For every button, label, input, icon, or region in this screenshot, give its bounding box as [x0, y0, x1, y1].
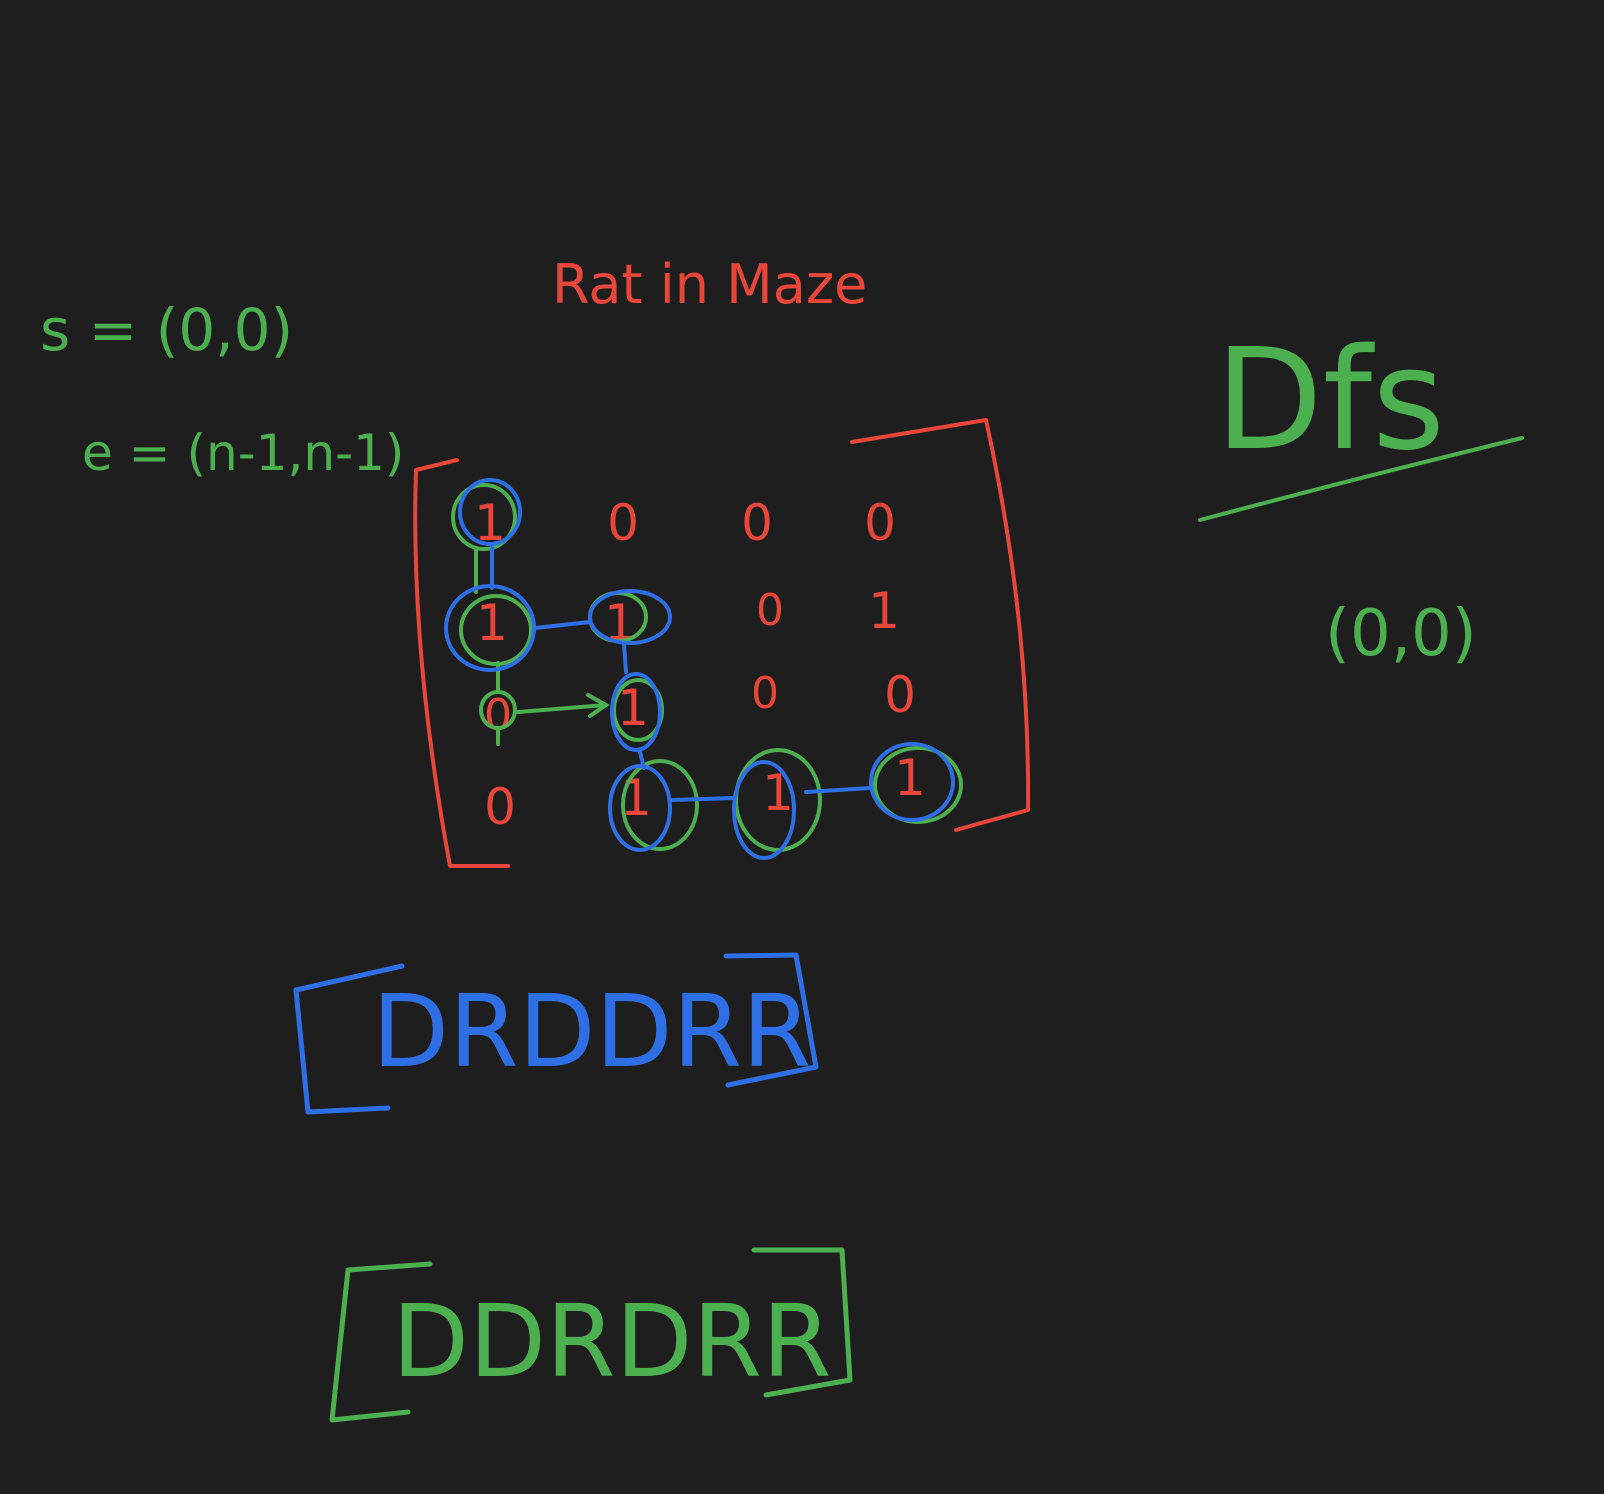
blue-answer-bracket-right [723, 952, 819, 1088]
maze-cell: 1 [894, 749, 926, 807]
matrix-right-bracket [850, 418, 1031, 832]
green-path-string: DDRDRR [392, 1283, 831, 1400]
arrow-connector [516, 703, 608, 714]
maze-cell: 0 [884, 666, 916, 724]
green-visit-circle [873, 746, 963, 824]
blue-connector [533, 620, 592, 630]
matrix-left-bracket [413, 458, 510, 868]
maze-cell: 0 [751, 668, 779, 719]
blue-answer-bracket-left [293, 963, 405, 1115]
blue-visit-circle [588, 589, 672, 645]
blue-visit-circle [458, 478, 522, 546]
blue-path-trace [444, 478, 955, 860]
end-label: e = (n-1,n-1) [82, 424, 404, 482]
algo-label: Dfs [1215, 319, 1445, 482]
maze-cell: 0 [484, 778, 516, 836]
start-label: s = (0,0) [40, 296, 293, 364]
maze-cell: 0 [607, 494, 639, 552]
maze-grid: 1 0 0 0 1 1 0 1 0 1 0 0 0 1 1 1 [474, 494, 926, 836]
blue-connector [804, 786, 872, 794]
blue-connector [638, 750, 646, 770]
blue-connector [622, 642, 628, 674]
maze-cell: 1 [476, 594, 508, 652]
green-answer-bracket-right [751, 1247, 853, 1398]
blue-visit-circle [869, 742, 955, 822]
maze-cell: 1 [762, 764, 794, 822]
blue-connector [670, 796, 736, 802]
blue-visit-circle [732, 760, 796, 860]
maze-cell: 0 [864, 494, 896, 552]
maze-cell: 0 [741, 494, 773, 552]
green-visit-circle [451, 483, 517, 551]
maze-cell: 0 [756, 585, 784, 636]
title: Rat in Maze [552, 253, 867, 316]
start-cell-label: (0,0) [1325, 597, 1477, 671]
maze-cell: 1 [868, 582, 900, 640]
algo-underline [1198, 436, 1524, 522]
blue-visit-circle [608, 764, 672, 852]
green-visit-circle [621, 759, 699, 851]
arrow-head [586, 693, 610, 718]
blue-visit-circle [610, 672, 662, 752]
blue-path-string: DRDDRR [372, 973, 811, 1090]
green-answer-bracket-left [329, 1261, 433, 1423]
